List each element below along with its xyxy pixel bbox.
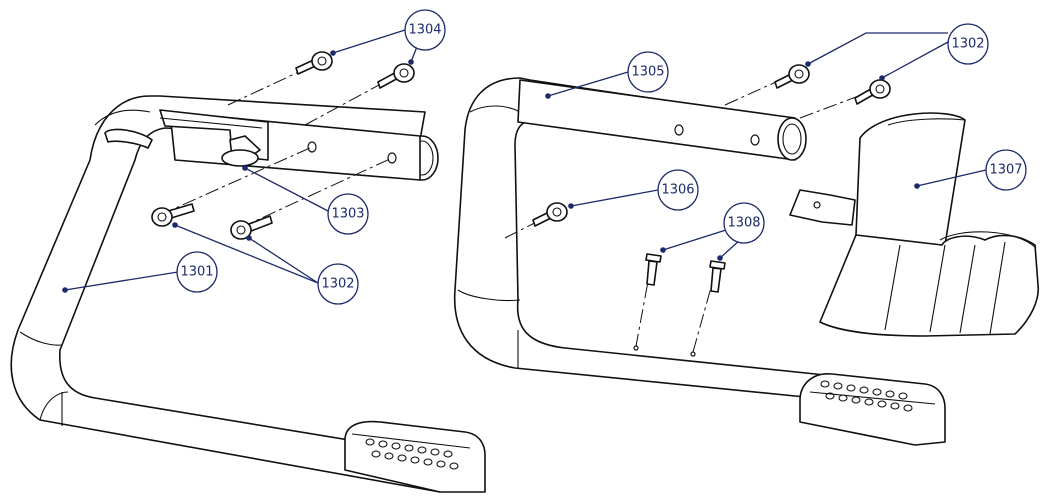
left-lower-bolts [151,146,393,240]
callout-1305: 1305 [627,51,669,93]
left-grip-dimples [365,438,459,470]
callout-1301-label: 1301 [180,265,213,280]
callout-1306: 1306 [657,169,699,211]
callout-1302-right-label: 1302 [951,37,984,52]
callout-1302-left-label: 1302 [321,277,354,292]
callout-1307: 1307 [985,149,1027,191]
cup-holder [789,112,1040,337]
left-top-bolts [227,51,415,126]
callout-1305-label: 1305 [631,65,664,80]
right-handlebar-frame [453,77,946,446]
callout-1304-label: 1304 [408,23,441,38]
callout-1302-right: 1302 [947,23,989,65]
callout-leaders [62,29,987,293]
callout-1304: 1304 [404,9,446,51]
callout-1303-label: 1303 [331,207,364,222]
right-top-bolts [724,64,891,119]
right-side-bolt [504,202,568,239]
callout-1307-label: 1307 [989,163,1022,178]
right-grip-dimples [820,380,913,412]
vertical-screws [635,253,726,353]
callout-1308-label: 1308 [727,216,760,231]
callout-1301: 1301 [176,251,218,293]
left-handlebar-frame [10,95,486,493]
callout-1302-left: 1302 [317,263,359,305]
callout-1308: 1308 [723,202,765,244]
callout-1306-label: 1306 [661,183,694,198]
callout-1303: 1303 [327,193,369,235]
